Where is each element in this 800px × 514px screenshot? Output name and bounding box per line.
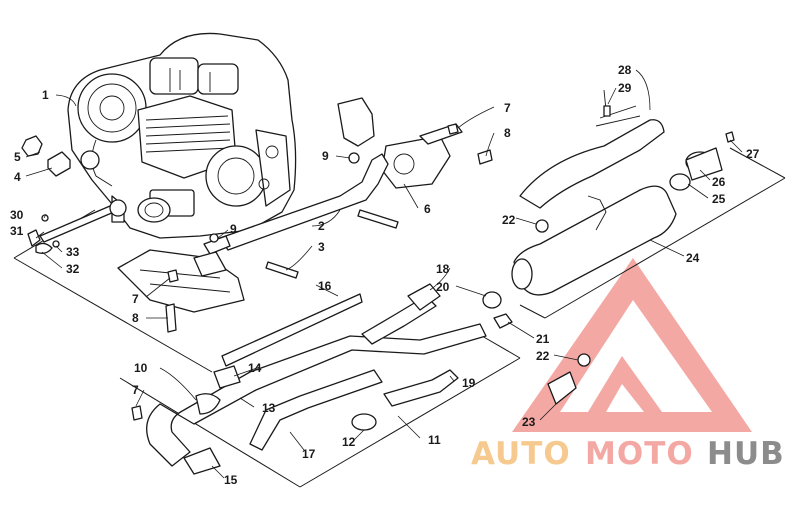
part-9-nut: [209, 233, 219, 243]
leader-lines: [25, 69, 743, 479]
callout-14: 14: [248, 361, 262, 375]
callout-16: 16: [318, 279, 332, 293]
callout-29: 29: [618, 81, 632, 95]
part-7-screw-lower: [167, 269, 179, 283]
callout-31: 31: [10, 224, 24, 238]
callout-3: 3: [318, 240, 325, 254]
part-8-screw-upper: [477, 149, 493, 165]
callout-23: 23: [522, 415, 536, 429]
part-7-screw-bottom: [131, 405, 143, 421]
part-22-grommet-lower: [577, 353, 591, 367]
callout-24: 24: [686, 251, 700, 265]
part-33: [52, 240, 60, 248]
callout-32: 32: [66, 262, 80, 276]
exhaust-pipe-assembly: [131, 283, 591, 475]
callout-labels: 1 2 3 4 5 6 7 7 7 8 8 9 9 10 11 12 13 14…: [10, 63, 760, 487]
engine-mount-fasteners: [21, 135, 127, 254]
part-17-mid-pipe: [249, 369, 383, 451]
part-28-muffler-shield: [519, 119, 665, 209]
callout-12: 12: [342, 435, 356, 449]
bracket-foot: [203, 235, 231, 255]
muffler-assembly: [511, 89, 735, 296]
callout-33: 33: [66, 245, 80, 259]
callout-6: 6: [424, 202, 431, 216]
callout-9-lower: 9: [230, 222, 237, 236]
upper-shield-plate: [337, 97, 375, 147]
callout-7-lower: 7: [132, 383, 139, 397]
part-15-shield: [183, 447, 221, 475]
part-21-spring: [493, 313, 513, 329]
watermark-moto: MOTO: [585, 436, 694, 472]
callout-8-lower: 8: [132, 311, 139, 325]
callout-22-lower: 22: [536, 349, 550, 363]
part-8-screw-lower: [165, 303, 177, 333]
part-3-bolt-upper: [357, 209, 399, 229]
part-25-gasket: [669, 173, 691, 191]
callout-17: 17: [302, 447, 316, 461]
part-12-clamp: [351, 413, 377, 431]
part-2-bracket: [219, 153, 389, 251]
callout-26: 26: [712, 175, 726, 189]
engine-assembly: [67, 32, 297, 239]
callout-15: 15: [224, 473, 238, 487]
part-10-gasket: [195, 393, 221, 415]
part-13-header-pipe: [146, 323, 487, 467]
part-bracket-eye: [109, 199, 127, 217]
part-14-clamp: [213, 365, 241, 389]
mount-bracket-assembly: [203, 97, 493, 279]
part-30: [41, 214, 49, 222]
part-19-shield: [383, 369, 459, 407]
part-16-pipe-shield: [221, 293, 363, 367]
callout-11: 11: [428, 433, 441, 447]
callout-19: 19: [462, 376, 476, 390]
callout-22-upper: 22: [502, 213, 516, 227]
callout-5: 5: [14, 150, 21, 164]
callout-7-upper: 7: [504, 101, 511, 115]
callout-20: 20: [436, 280, 450, 294]
callout-21: 21: [536, 332, 550, 346]
part-24-muffler-body: [513, 185, 677, 296]
callout-27: 27: [746, 147, 760, 161]
part-3-bolt: [265, 261, 299, 279]
automotohub-watermark: AUTO MOTO HUB: [471, 258, 785, 472]
part-20-gasket: [482, 291, 502, 309]
callout-18: 18: [436, 262, 450, 276]
lower-shield-clip: [193, 251, 227, 277]
part-6-flange: [381, 135, 451, 189]
part-7-screw-upper: [447, 123, 459, 135]
part-29-screw: [603, 105, 611, 117]
callout-30: 30: [10, 208, 24, 222]
callout-28: 28: [618, 63, 632, 77]
callout-8-upper: 8: [504, 126, 511, 140]
part-31: [27, 229, 41, 247]
part-27-screw: [725, 131, 735, 143]
callout-7-middle: 7: [132, 292, 139, 306]
mount-rod: [39, 205, 115, 243]
part-32: [35, 242, 53, 254]
lower-heat-shield: [117, 249, 245, 333]
part-18-end: [407, 283, 441, 311]
muffler-inlet: [511, 258, 533, 290]
callout-2: 2: [318, 219, 325, 233]
callout-4: 4: [14, 170, 21, 184]
part-22-grommet-upper: [535, 219, 549, 233]
callout-1: 1: [42, 88, 49, 102]
watermark-auto: AUTO: [471, 436, 571, 472]
watermark-hub: HUB: [707, 436, 785, 472]
callout-25: 25: [712, 192, 726, 206]
callout-9-upper: 9: [322, 149, 329, 163]
part-5-nut: [21, 135, 43, 157]
callout-13: 13: [262, 401, 276, 415]
part-9-nut-upper: [348, 152, 360, 164]
part-23-bracket: [547, 371, 577, 405]
part-4-spacer: [47, 151, 71, 177]
callout-10: 10: [134, 361, 148, 375]
